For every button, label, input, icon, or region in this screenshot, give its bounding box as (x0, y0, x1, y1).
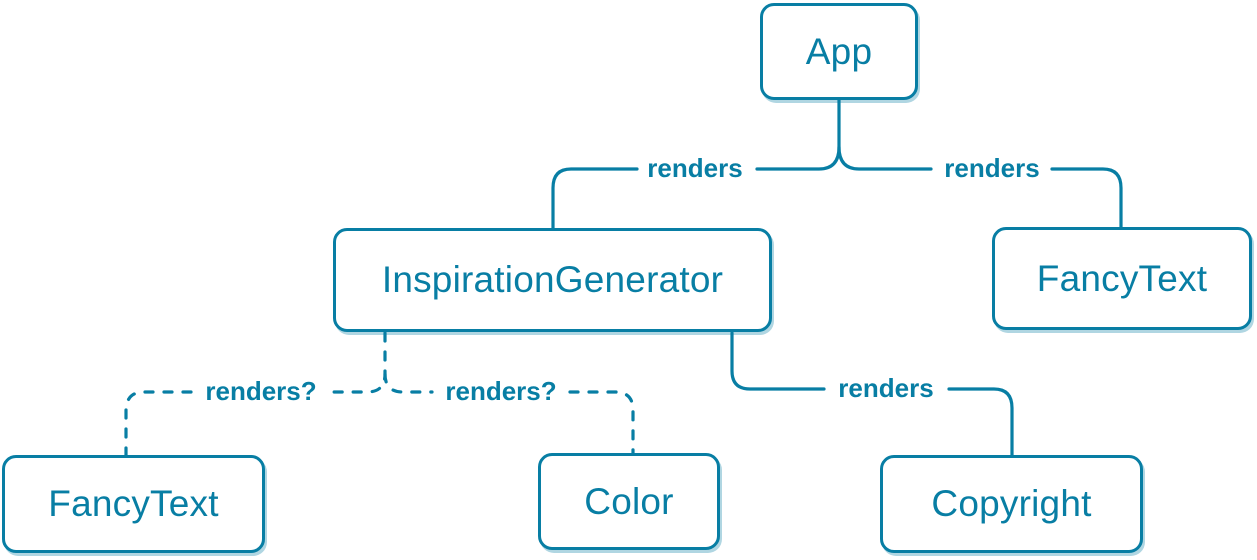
node-fancy-text-top-label: FancyText (1036, 257, 1208, 299)
node-inspiration-generator: InspirationGenerator (333, 228, 772, 332)
edge-inspirationgenerator-copyright-segment-1 (730, 331, 826, 391)
edge-inspirationgenerator-color-segment-1 (383, 372, 434, 394)
edge-app-inspirationgenerator-segment-1 (755, 98, 841, 171)
edge-label-inspirationgenerator-fancytext: renders? (205, 376, 317, 406)
edge-app-fancytext-segment-1 (837, 145, 933, 171)
node-copyright-label: Copyright (931, 483, 1092, 524)
edge-label-app-inspirationgenerator: renders (647, 153, 743, 183)
node-fancy-text-top: FancyText (992, 227, 1252, 330)
edge-label-inspirationgenerator-copyright: renders (838, 373, 934, 403)
node-app: App (760, 3, 918, 100)
edge-label-inspirationgenerator-color: renders? (445, 376, 557, 406)
node-fancy-text-bottom-label: FancyText (48, 483, 219, 524)
edge-inspirationgenerator-fancytext-segment-1 (331, 331, 387, 394)
edge-inspirationgenerator-copyright-segment-2 (947, 387, 1014, 458)
node-copyright: Copyright (880, 455, 1143, 553)
edge-inspirationgenerator-fancytext-segment-2 (124, 390, 193, 457)
edge-app-inspirationgenerator-segment-2 (551, 167, 639, 231)
node-fancy-text-bottom: FancyText (2, 455, 265, 553)
node-color-label: Color (584, 480, 674, 522)
edge-app-fancytext-segment-2 (1050, 167, 1123, 230)
node-color: Color (538, 453, 720, 550)
edge-label-app-fancytext: renders (944, 153, 1040, 183)
node-app-label: App (805, 30, 873, 72)
edge-inspirationgenerator-color-segment-2 (568, 390, 635, 456)
node-inspiration-generator-label: InspirationGenerator (381, 259, 724, 300)
